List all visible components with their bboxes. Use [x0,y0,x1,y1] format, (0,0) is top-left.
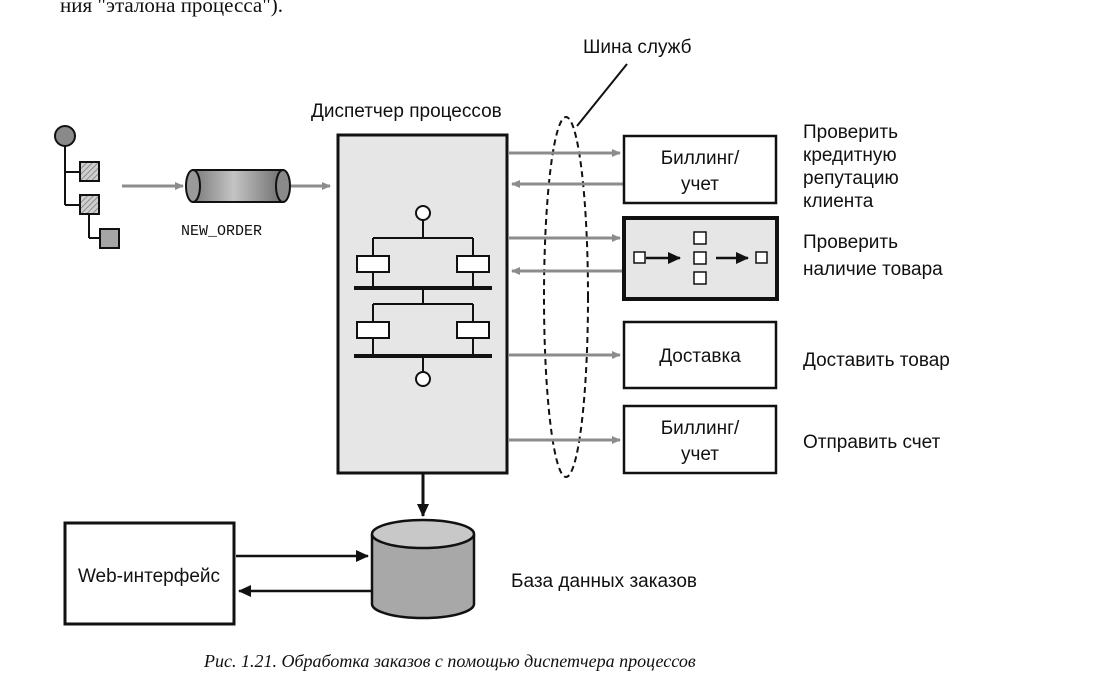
service-bus-ellipse [543,116,589,478]
delivery-action-label: Доставить товар [803,350,950,371]
svg-text:Проверить: Проверить [803,232,898,253]
delivery-box-label: Доставка [659,346,741,367]
inventory-check-action-label: Проверить наличие товара [803,232,943,280]
svg-text:Проверить: Проверить [803,122,898,143]
database-label: База данных заказов [511,571,697,592]
service-bus-pointer [576,63,628,127]
credit-check-action-label: Проверить кредитную репутацию клиента [803,122,899,212]
new-order-channel [185,169,291,203]
invoice-billing-service-box: Биллинг/ учет [622,404,778,475]
svg-text:наличие товара: наличие товара [803,259,943,280]
service-bus-label: Шина служб [583,37,692,58]
delivery-service-box: Доставка [622,320,778,390]
process-template-icon [54,125,120,249]
billing-box-line2: учет [681,174,719,195]
process-manager-box [336,133,509,475]
web-interface-box: Web-интерфейс [63,521,236,626]
svg-text:клиента: клиента [803,191,874,212]
top-text-fragment: ния "эталона процесса"). [60,0,283,17]
process-manager-label: Диспетчер процессов [311,101,502,122]
new-order-label: NEW_ORDER [181,223,262,240]
web-interface-label: Web-интерфейс [78,566,220,587]
order-database [370,518,476,620]
svg-text:репутацию: репутацию [803,168,899,189]
svg-text:кредитную: кредитную [803,145,897,166]
billing-box-line1: Биллинг/ [661,148,740,169]
inventory-service-box [622,216,779,301]
billing-service-box: Биллинг/ учет [622,134,778,205]
invoice-box-line2: учет [681,444,719,465]
send-invoice-action-label: Отправить счет [803,432,941,453]
figure-caption: Рис. 1.21. Обработка заказов с помощью д… [203,651,696,671]
invoice-box-line1: Биллинг/ [661,418,740,439]
